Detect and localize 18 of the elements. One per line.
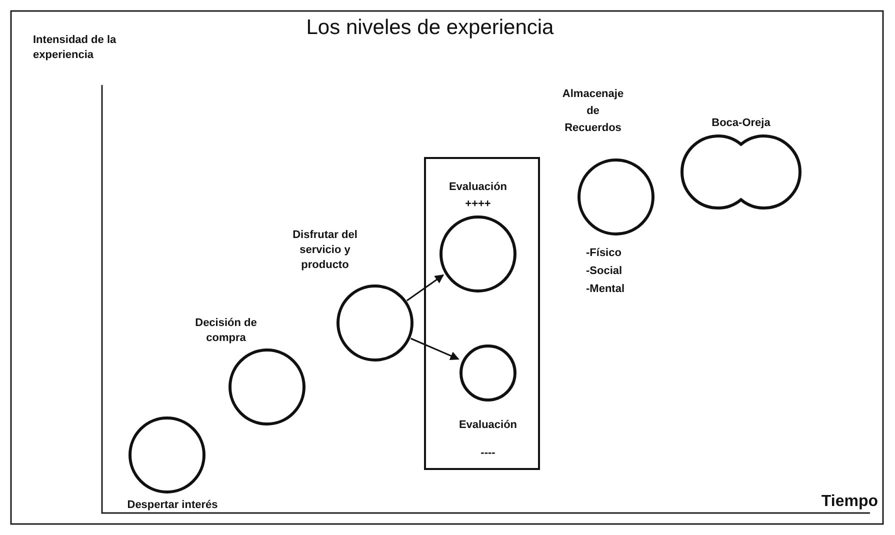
- stage-label: Almacenaje de Recuerdos: [561, 87, 625, 136]
- stage-label: ----: [480, 446, 496, 461]
- axis-label: Tiempo: [820, 493, 878, 511]
- axis-label: Intensidad de la experiencia: [33, 33, 118, 63]
- stage-label: Evaluación: [458, 418, 518, 433]
- stage-label: ++++: [464, 197, 492, 212]
- bullet-item: -Social: [586, 264, 622, 279]
- arrow: [410, 338, 460, 360]
- stage-label: Despertar interés: [126, 498, 219, 513]
- stage-label: Decisión de compra: [194, 316, 258, 346]
- bullet-item: -Mental: [586, 282, 624, 297]
- arrow: [406, 274, 444, 302]
- stage-label: Boca-Oreja: [710, 116, 772, 131]
- diagram-title: Los niveles de experiencia: [305, 16, 555, 40]
- group-frame: [424, 157, 540, 470]
- stage-label: Evaluación: [448, 180, 508, 195]
- stage-label: Disfrutar del servicio y producto: [292, 228, 358, 273]
- bullet-item: -Físico: [586, 246, 622, 261]
